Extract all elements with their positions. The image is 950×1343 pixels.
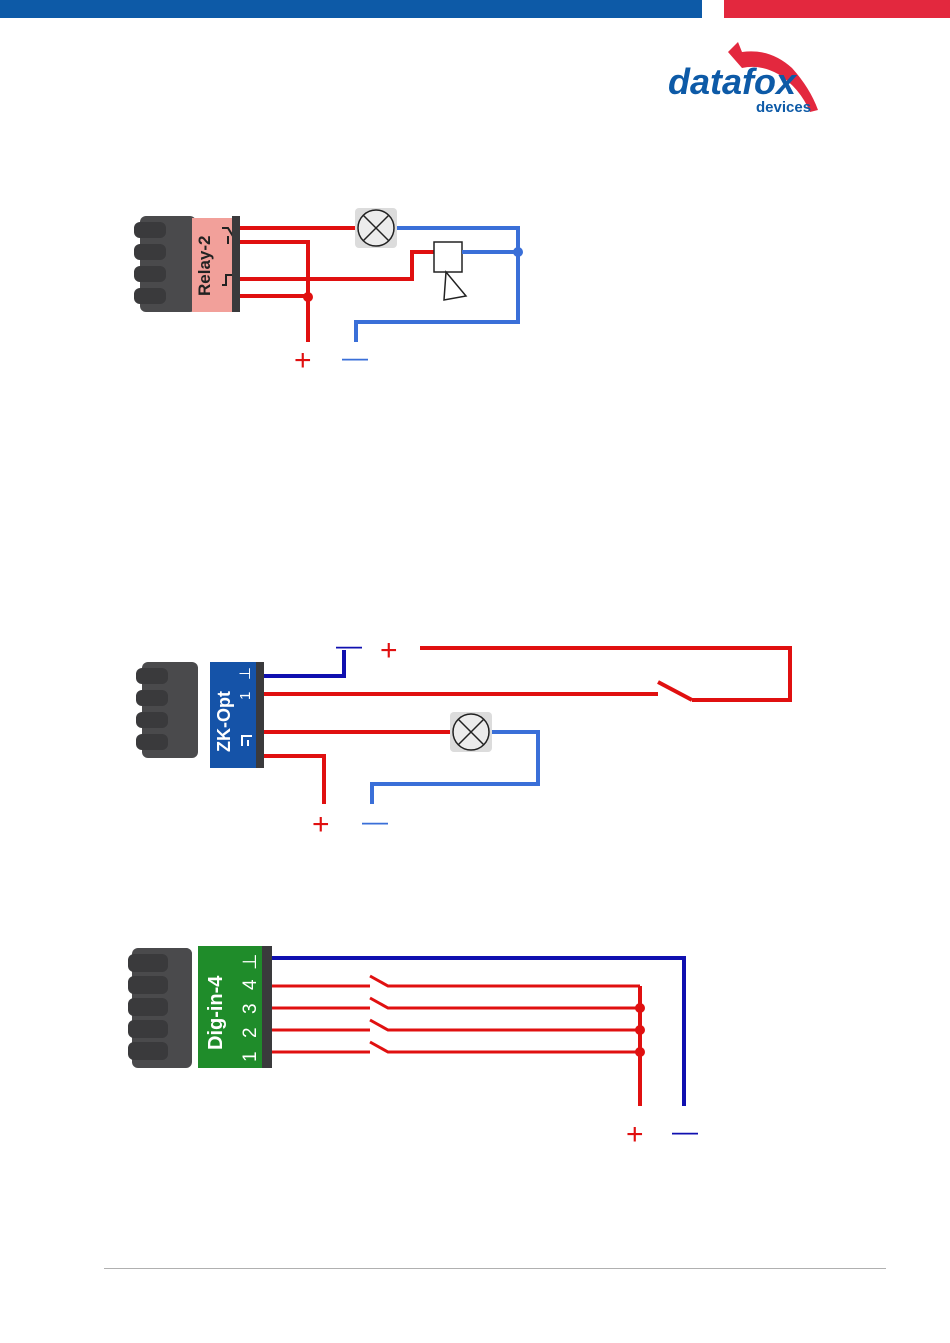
dig-in-4-plus-label: +: [626, 1118, 644, 1151]
zk-opt-bottom-plus-label: +: [312, 808, 330, 841]
lamp-icon: [355, 208, 397, 248]
switch-icon: [272, 1042, 640, 1052]
diagram-zk-opt: ZK-Opt 1 ⊥ — + + —: [136, 630, 790, 841]
zk-opt-bottom-minus-label: —: [362, 806, 388, 836]
relay-minus-label: —: [342, 342, 368, 372]
zk-opt-top-plus-label: +: [380, 634, 398, 667]
relay-coil-icon: [434, 242, 466, 300]
zk-opt-pin-ground: ⊥: [237, 667, 254, 680]
switch-icon: [272, 998, 640, 1008]
switch-icon: [272, 976, 640, 986]
dig-in-4-pin-4: 4: [240, 979, 261, 990]
dig-in-4-pin-3: 3: [240, 1003, 261, 1014]
switch-icon: [658, 682, 692, 700]
zk-opt-pin-1: 1: [237, 692, 254, 700]
dig-in-4-pin-ground: ⊥: [240, 953, 261, 970]
dig-in-4-pin-1: 1: [240, 1051, 261, 1062]
relay-plus-label: +: [294, 344, 312, 377]
zk-opt-connector-label: ZK-Opt: [214, 691, 234, 752]
lamp-icon: [450, 712, 492, 752]
footer-divider: [104, 1268, 886, 1269]
switch-icon: [272, 1020, 640, 1030]
dig-in-4-minus-label: —: [672, 1116, 698, 1146]
relay-connector-label: Relay-2: [195, 236, 214, 296]
zk-opt-top-minus-label: —: [336, 630, 362, 660]
diagram-dig-in-4: Dig-in-4 1 2 3 4 ⊥ + —: [128, 946, 698, 1151]
diagram-relay: Relay-2 + —: [134, 208, 523, 377]
dig-in-4-connector-label: Dig-in-4: [205, 975, 227, 1050]
dig-in-4-pin-2: 2: [240, 1027, 261, 1038]
